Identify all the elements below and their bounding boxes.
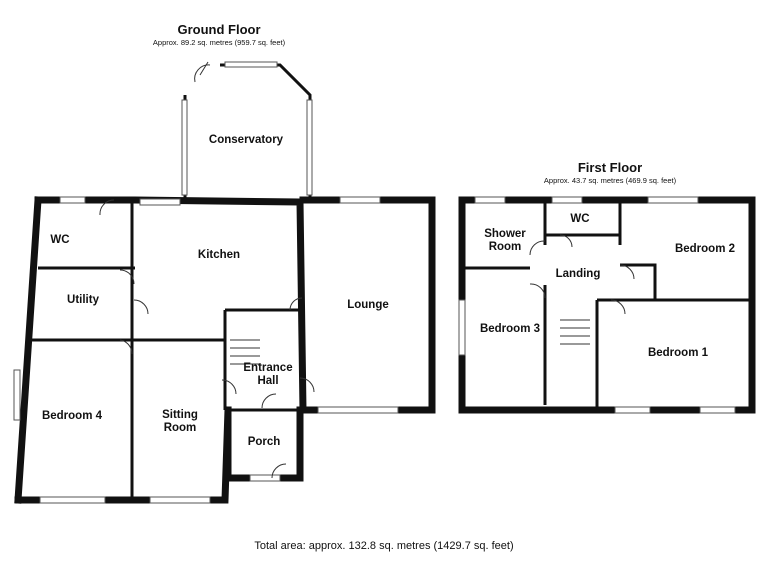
room-sitting-room-2: Room — [164, 422, 197, 434]
doors — [99, 199, 315, 479]
room-bedroom-4: Bedroom 4 — [42, 410, 103, 422]
room-lounge: Lounge — [347, 299, 389, 311]
room-porch: Porch — [248, 436, 281, 448]
window — [339, 196, 381, 204]
room-shower-room-2: Room — [489, 241, 522, 253]
window — [181, 99, 188, 196]
window — [149, 496, 211, 504]
window — [458, 299, 466, 356]
room-wc: WC — [50, 234, 69, 246]
inner-walls — [462, 200, 752, 410]
total-area: Total area: approx. 132.8 sq. metres (14… — [254, 540, 513, 552]
room-entrance-hall-2: Hall — [257, 375, 278, 387]
inner-walls — [30, 200, 303, 500]
first-floor-title: First Floor — [578, 160, 642, 175]
door — [194, 61, 211, 83]
window — [474, 196, 506, 204]
ground-floor-area: Approx. 89.2 sq. metres (959.7 sq. feet) — [153, 38, 286, 47]
doors — [529, 234, 635, 315]
window — [59, 196, 86, 204]
window — [614, 406, 651, 414]
window — [139, 198, 181, 206]
window — [224, 61, 278, 68]
window — [551, 196, 583, 204]
room-entrance-hall: Entrance — [243, 362, 292, 374]
room-bedroom-3: Bedroom 3 — [480, 323, 540, 335]
room-conservatory: Conservatory — [209, 134, 284, 146]
room-shower-room: Shower — [484, 228, 526, 240]
room-sitting-room: Sitting — [162, 409, 198, 421]
room-bedroom-2: Bedroom 2 — [675, 243, 735, 255]
ground-floor-title: Ground Floor — [177, 22, 260, 37]
first-floor-area: Approx. 43.7 sq. metres (469.9 sq. feet) — [544, 176, 677, 185]
window — [317, 406, 399, 414]
window — [699, 406, 736, 414]
room-bedroom-1: Bedroom 1 — [648, 347, 709, 359]
first-floor-plan — [458, 196, 756, 414]
window — [249, 474, 281, 482]
conservatory-walls — [183, 63, 312, 200]
stairs — [560, 319, 590, 345]
room-utility: Utility — [67, 294, 100, 306]
window — [39, 496, 106, 504]
ground-floor-plan — [13, 61, 436, 504]
room-landing: Landing — [556, 268, 601, 280]
room-kitchen: Kitchen — [198, 249, 240, 261]
window — [13, 369, 21, 421]
room-wc-first: WC — [570, 213, 589, 225]
window — [306, 99, 313, 196]
stairs — [230, 339, 260, 365]
window — [647, 196, 699, 204]
ground-outer-walls — [14, 196, 307, 504]
